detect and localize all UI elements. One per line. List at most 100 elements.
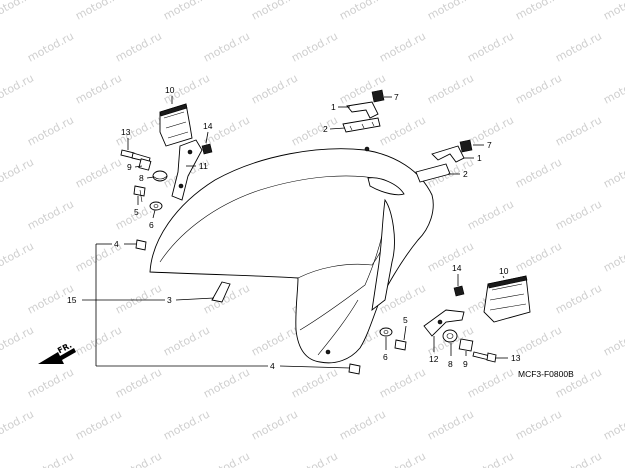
diagram-code: MCF3-F0800B [518,369,574,379]
collar-9-left [138,158,152,171]
watermark-text: motod.ru [0,323,36,358]
watermark-text: motod.ru [513,0,564,23]
watermark-text: motod.ru [201,29,252,64]
watermark-text: motod.ru [289,365,340,400]
watermark-text: motod.ru [113,365,164,400]
grommet-8-left [152,170,168,182]
watermark-text: motod.ru [249,0,300,23]
callout-6-right: 6 [383,352,388,362]
bolt-4-bottom [348,363,361,375]
watermark-text: motod.ru [201,113,252,148]
watermark-text: motod.ru [377,365,428,400]
callout-2-upper: 2 [323,124,328,134]
bracket-2-upper [342,117,381,133]
reflector-right [483,275,531,323]
nut-14-left [201,143,213,155]
callout-8-left: 8 [139,173,144,183]
watermark-text: motod.ru [553,197,604,232]
watermark-text: motod.ru [0,71,36,106]
watermark-text: motod.ru [601,407,625,442]
clip-7-upper [371,89,385,103]
watermark-text: motod.ru [553,449,604,468]
bracket-1-right [431,145,465,163]
callout-5-left: 5 [134,207,139,217]
watermark-text: motod.ru [25,197,76,232]
bracket-1-upper [346,101,379,119]
callout-10-left: 10 [165,85,175,95]
watermark-text: motod.ru [289,29,340,64]
callout-5-right: 5 [403,315,408,325]
watermark-text: motod.ru [601,239,625,274]
screw-13-right [472,351,497,363]
watermark-text: motod.ru [113,449,164,468]
watermark-text: motod.ru [377,113,428,148]
watermark-text: motod.ru [73,0,124,23]
bracket-12 [423,309,465,337]
watermark-text: motod.ru [425,71,476,106]
watermark-text: motod.ru [377,449,428,468]
callout-3: 3 [167,295,172,305]
watermark-text: motod.ru [513,323,564,358]
watermark-text: motod.ru [0,239,36,274]
callout-7-upper: 7 [394,92,399,102]
reflector-left [159,103,193,147]
watermark-text: motod.ru [513,239,564,274]
watermark-text: motod.ru [513,71,564,106]
collar-9-right [458,338,474,352]
watermark-text: motod.ru [377,29,428,64]
watermark-text: motod.ru [513,155,564,190]
watermark-text: motod.ru [0,155,36,190]
bolt-5-left [133,185,146,203]
bolt-4-left [135,239,147,251]
watermark-text: motod.ru [201,449,252,468]
watermark-text: motod.ru [425,407,476,442]
callout-4-bottom: 4 [270,361,275,371]
watermark-text: motod.ru [249,323,300,358]
watermark-text: motod.ru [553,113,604,148]
washer-6-left [149,201,163,211]
callout-14-left: 14 [203,121,213,131]
watermark-text: motod.ru [113,29,164,64]
watermark-text: motod.ru [337,0,388,23]
callout-2-right: 2 [463,169,468,179]
watermark-text: motod.ru [73,407,124,442]
watermark-text: motod.ru [73,155,124,190]
watermark-text: motod.ru [553,29,604,64]
callout-9-right: 9 [463,359,468,369]
watermark-text: motod.ru [337,71,388,106]
watermark-text: motod.ru [465,29,516,64]
watermark-text: motod.ru [465,197,516,232]
callout-9-left: 9 [127,162,132,172]
watermark-text: motod.ru [465,365,516,400]
watermark-text: motod.ru [73,323,124,358]
callout-13-left: 13 [121,127,131,137]
watermark-text: motod.ru [249,71,300,106]
callout-14-right: 14 [452,263,462,273]
watermark-text: motod.ru [513,407,564,442]
callout-8-right: 8 [448,359,453,369]
leader-lines [82,96,508,369]
watermark-text: motod.ru [249,407,300,442]
bracket-left [171,139,203,201]
nut-14-right [453,285,465,297]
watermark-text: motod.ru [601,323,625,358]
callout-1-right: 1 [477,153,482,163]
watermark-text: motod.ru [161,0,212,23]
callout-labels: 1 2 7 7 1 2 10 14 13 9 11 8 5 6 4 15 3 4… [67,85,521,371]
callout-1-upper: 1 [331,102,336,112]
callout-12: 12 [429,354,439,364]
watermark-text: motod.ru [601,71,625,106]
watermark-text: motod.ru [25,449,76,468]
callout-10-right: 10 [499,266,509,276]
watermark-text: motod.ru [601,0,625,23]
front-fender [149,146,434,364]
watermark-text: motod.ru [25,365,76,400]
watermark-text: motod.ru [465,449,516,468]
watermark-text: motod.ru [425,239,476,274]
watermark-text: motod.ru [73,71,124,106]
watermark-text: motod.ru [113,281,164,316]
callout-11: 11 [199,161,208,171]
watermark-text: motod.ru [201,365,252,400]
watermark-text: motod.ru [553,281,604,316]
